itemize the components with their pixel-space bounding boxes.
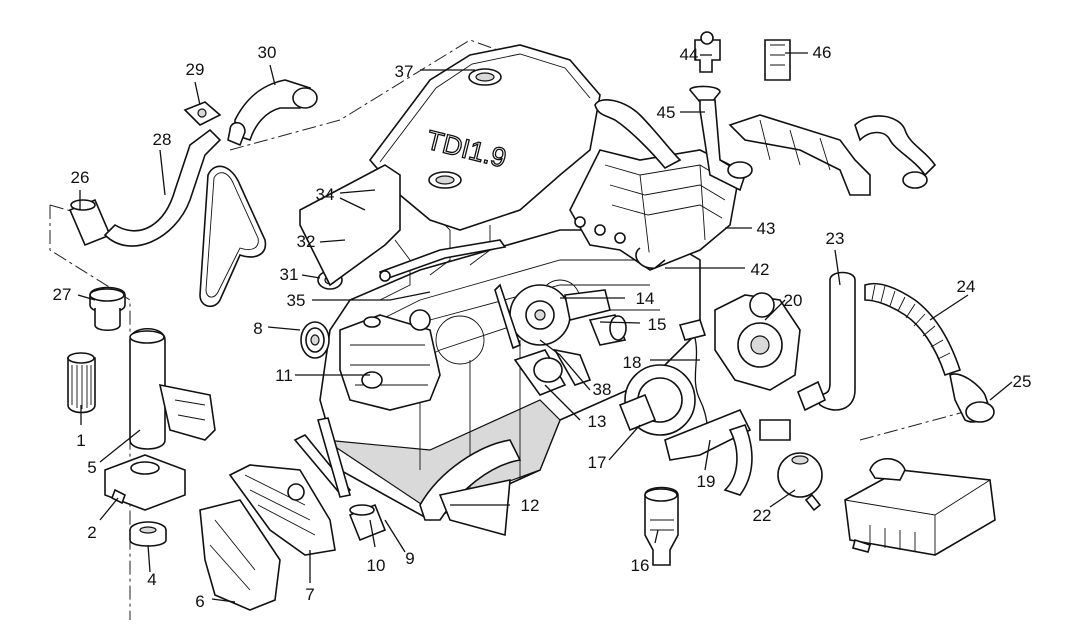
- callout-45: 45: [657, 103, 676, 122]
- left-hoses: [68, 79, 318, 247]
- callout-18: 18: [623, 353, 642, 372]
- small-parts-upper: [299, 164, 401, 290]
- callout-46: 46: [813, 43, 832, 62]
- callout-27: 27: [53, 285, 72, 304]
- engine-cover: TDI1.9: [368, 44, 601, 231]
- callout-24: 24: [957, 277, 976, 296]
- callout-37: 37: [395, 62, 414, 81]
- hose-23: [796, 271, 856, 412]
- callout-14: 14: [636, 289, 655, 308]
- intake-manifold: [569, 99, 741, 271]
- hose-25: [949, 373, 995, 423]
- filter-element: [67, 352, 96, 414]
- callout-8: 8: [253, 319, 262, 338]
- injection-pump: [339, 309, 441, 411]
- hose-24: [864, 282, 962, 377]
- pipe-35: [378, 239, 507, 282]
- parts-17-18: [618, 319, 716, 446]
- callout-labels: 1 2 4 5 6 7 8 9 10 11 12 13 14 15 16 17 …: [53, 43, 1032, 611]
- callout-34: 34: [316, 185, 335, 204]
- callout-26: 26: [71, 168, 90, 187]
- callout-42: 42: [751, 260, 770, 279]
- parts-19-20-22: [664, 292, 823, 512]
- leader-lines: [77, 52, 1013, 603]
- pulley: [300, 321, 330, 359]
- callout-44: 44: [680, 45, 699, 64]
- sensor-16: [644, 486, 679, 566]
- callout-7: 7: [305, 585, 314, 604]
- callout-10: 10: [367, 556, 386, 575]
- callout-6: 6: [195, 592, 204, 611]
- callout-12: 12: [521, 496, 540, 515]
- callout-13: 13: [588, 412, 607, 431]
- callout-29: 29: [186, 60, 205, 79]
- callout-43: 43: [757, 219, 776, 238]
- callout-17: 17: [588, 453, 607, 472]
- callout-1: 1: [76, 431, 85, 450]
- callout-30: 30: [258, 43, 277, 62]
- callout-22: 22: [753, 506, 772, 525]
- callout-2: 2: [87, 523, 96, 542]
- callout-4: 4: [147, 570, 156, 589]
- callout-32: 32: [297, 232, 316, 251]
- callout-35: 35: [287, 291, 306, 310]
- callout-16: 16: [631, 556, 650, 575]
- callout-38: 38: [593, 380, 612, 399]
- callout-5: 5: [87, 458, 96, 477]
- drive-belt: [199, 165, 267, 308]
- callout-20: 20: [784, 291, 803, 310]
- callout-15: 15: [648, 315, 667, 334]
- callout-9: 9: [405, 549, 414, 568]
- filler-cap: [89, 286, 126, 332]
- callout-28: 28: [153, 130, 172, 149]
- callout-25: 25: [1013, 372, 1032, 391]
- callout-23: 23: [826, 229, 845, 248]
- egr-parts: [689, 31, 937, 196]
- air-box: [844, 457, 996, 556]
- callout-31: 31: [280, 265, 299, 284]
- callout-11: 11: [275, 366, 293, 385]
- callout-19: 19: [697, 472, 716, 491]
- parts-9-10: [293, 417, 387, 542]
- filter-housing: [129, 328, 216, 450]
- timing-covers: [199, 464, 336, 611]
- parts-2-4: [104, 454, 186, 547]
